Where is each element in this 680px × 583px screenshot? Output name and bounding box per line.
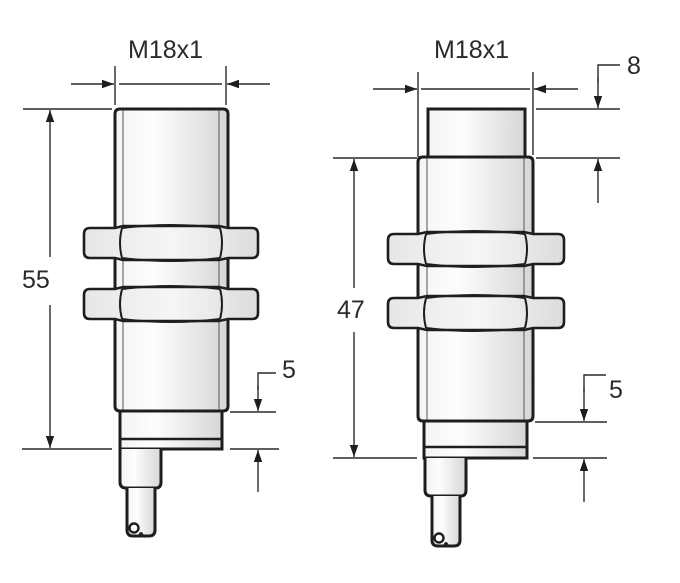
- length-label-right: 47: [337, 296, 365, 324]
- lock-nut-left-upper: [82, 224, 260, 262]
- sensor-right: [333, 64, 620, 548]
- cable-right: [423, 458, 468, 548]
- thread-width-dimension-left: [71, 66, 270, 105]
- collar-label-left: 5: [282, 356, 296, 384]
- collar-dimension-left: [230, 372, 279, 492]
- cable-collar-left: [118, 409, 224, 451]
- thread-label-left: M18x1: [128, 36, 204, 64]
- length-dimension-right: [333, 157, 417, 459]
- length-dimension-left: [22, 108, 112, 450]
- lock-nut-right-upper: [386, 230, 566, 268]
- lock-nut-right-lower: [386, 294, 566, 332]
- sensor-body-right: [416, 155, 535, 423]
- collar-label-right: 5: [609, 376, 623, 404]
- cable-collar-right: [422, 419, 529, 460]
- thread-label-right: M18x1: [434, 36, 510, 64]
- length-label-left: 55: [22, 266, 50, 294]
- collar-dimension-right: [533, 374, 607, 502]
- sensing-cap-right: [426, 107, 527, 160]
- cable-left: [118, 449, 163, 538]
- thread-width-dimension-right: [373, 72, 578, 157]
- sensing-face-dimension-right: [536, 64, 620, 203]
- sensing-face-label-right: 8: [627, 52, 641, 80]
- sensor-left: [22, 66, 279, 538]
- lock-nut-left-lower: [82, 285, 260, 323]
